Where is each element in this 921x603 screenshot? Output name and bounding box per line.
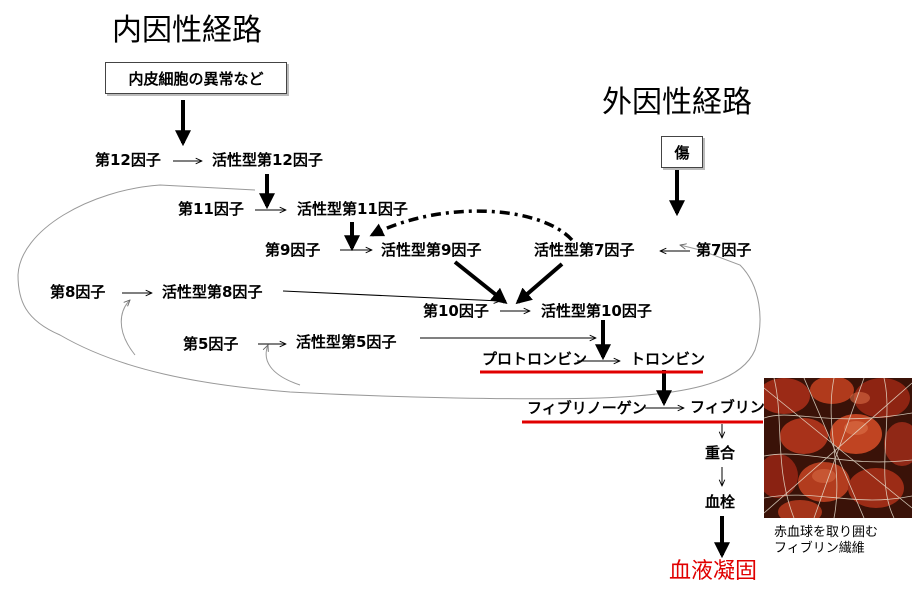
factor-8-active: 活性型第8因子 <box>162 283 263 301</box>
fibrin-rbc-image <box>764 378 912 518</box>
fibrinogen: フィブリノーゲン <box>527 399 647 417</box>
factor-8: 第8因子 <box>50 283 106 301</box>
trigger-injury-label: 傷 <box>674 143 690 162</box>
thrombin: トロンビン <box>630 350 706 368</box>
stage-blood-coagulation: 血液凝固 <box>669 559 758 584</box>
factor-7-active: 活性型第7因子 <box>534 241 635 259</box>
factor-10-active: 活性型第10因子 <box>541 302 652 320</box>
trigger-injury-box: 傷 <box>661 136 703 168</box>
factor-9-active: 活性型第9因子 <box>381 241 482 259</box>
factor-11-active: 活性型第11因子 <box>297 200 408 218</box>
trigger-endothelial-label: 内皮細胞の異常など <box>128 69 264 88</box>
factor-7: 第7因子 <box>696 241 752 259</box>
intrinsic-pathway-title: 内因性経路 <box>112 13 262 48</box>
extrinsic-pathway-title: 外因性経路 <box>602 85 752 120</box>
loop-to-f8 <box>120 300 136 356</box>
factor-10: 第10因子 <box>423 302 489 320</box>
prothrombin: プロトロンビン <box>482 350 588 368</box>
factor-11: 第11因子 <box>178 200 244 218</box>
trigger-endothelial-box: 内皮細胞の異常など <box>105 62 287 94</box>
loop-to-f5 <box>266 345 301 386</box>
fibrin-rbc-photo <box>764 378 912 518</box>
factor-12-active: 活性型第12因子 <box>212 151 323 169</box>
factor-12: 第12因子 <box>95 151 161 169</box>
factor-5: 第5因子 <box>183 335 239 353</box>
photo-caption-line2: フィブリン繊維 <box>774 541 865 556</box>
photo-caption-line1: 赤血球を取り囲む <box>774 525 879 540</box>
stage-thrombus: 血栓 <box>705 493 736 511</box>
fibrin: フィブリン <box>690 398 765 416</box>
dashdot-f7a-f9 <box>369 209 574 242</box>
feedback-loop <box>17 184 761 400</box>
stage-polymerization: 重合 <box>705 444 736 462</box>
factor-9: 第9因子 <box>265 241 321 259</box>
factor-5-active: 活性型第5因子 <box>296 333 397 351</box>
